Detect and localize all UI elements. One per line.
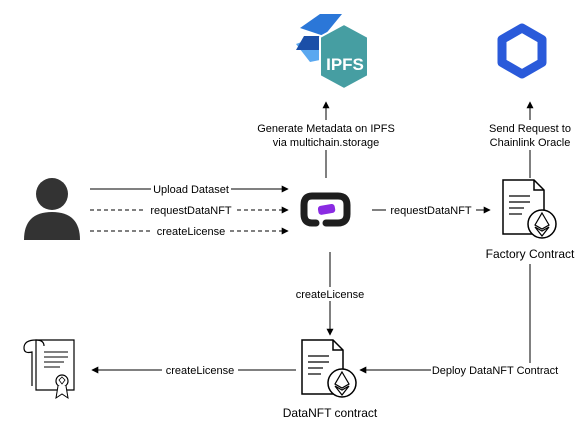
datanft-contract-label: DataNFT contract: [283, 406, 378, 420]
ipfs-logo-text: IPFS: [326, 55, 364, 74]
ipfs-logo: IPFS: [296, 14, 369, 91]
edge-label-generate-metadata-line1: Generate Metadata on IPFS: [257, 123, 395, 135]
edge-label-generate-metadata-line2: via multichain.storage: [273, 137, 379, 149]
edge-request-datanft-factory: requestDataNFT: [372, 203, 491, 217]
edge-label-request-datanft-user: requestDataNFT: [150, 205, 232, 217]
edge-label-send-request-line2: Chainlink Oracle: [490, 137, 571, 149]
edge-label-create-license-out: createLicense: [166, 365, 235, 377]
ethereum-icon: [334, 370, 350, 396]
edge-send-request: Send Request to Chainlink Oracle: [484, 101, 575, 178]
edge-upload-dataset: Upload Dataset: [90, 182, 289, 196]
edge-generate-metadata: Generate Metadata on IPFS via multichain…: [256, 101, 396, 178]
edge-request-datanft-user: requestDataNFT: [90, 203, 289, 217]
ethereum-icon: [534, 211, 550, 237]
license-certificate-icon: [23, 339, 75, 400]
user-icon: [24, 178, 80, 240]
edge-deploy-datanft: Deploy DataNFT Contract: [359, 264, 559, 377]
edge-create-license-out: createLicense: [91, 363, 296, 377]
edge-label-create-license-user: createLicense: [157, 226, 226, 238]
edge-label-upload-dataset: Upload Dataset: [153, 184, 229, 196]
edge-create-license-down: createLicense: [292, 252, 368, 336]
factory-contract-icon: [502, 179, 557, 239]
chainlink-logo: [497, 23, 547, 79]
factory-contract-label: Factory Contract: [486, 247, 575, 261]
datanft-contract-icon: [301, 339, 357, 398]
edge-label-send-request-line1: Send Request to: [489, 123, 571, 135]
edge-label-create-license-down: createLicense: [296, 289, 365, 301]
platform-logo: [300, 192, 351, 227]
edge-label-request-datanft-factory: requestDataNFT: [390, 205, 472, 217]
edge-label-deploy-datanft: Deploy DataNFT Contract: [432, 365, 558, 377]
edge-create-license-user: createLicense: [90, 224, 289, 238]
